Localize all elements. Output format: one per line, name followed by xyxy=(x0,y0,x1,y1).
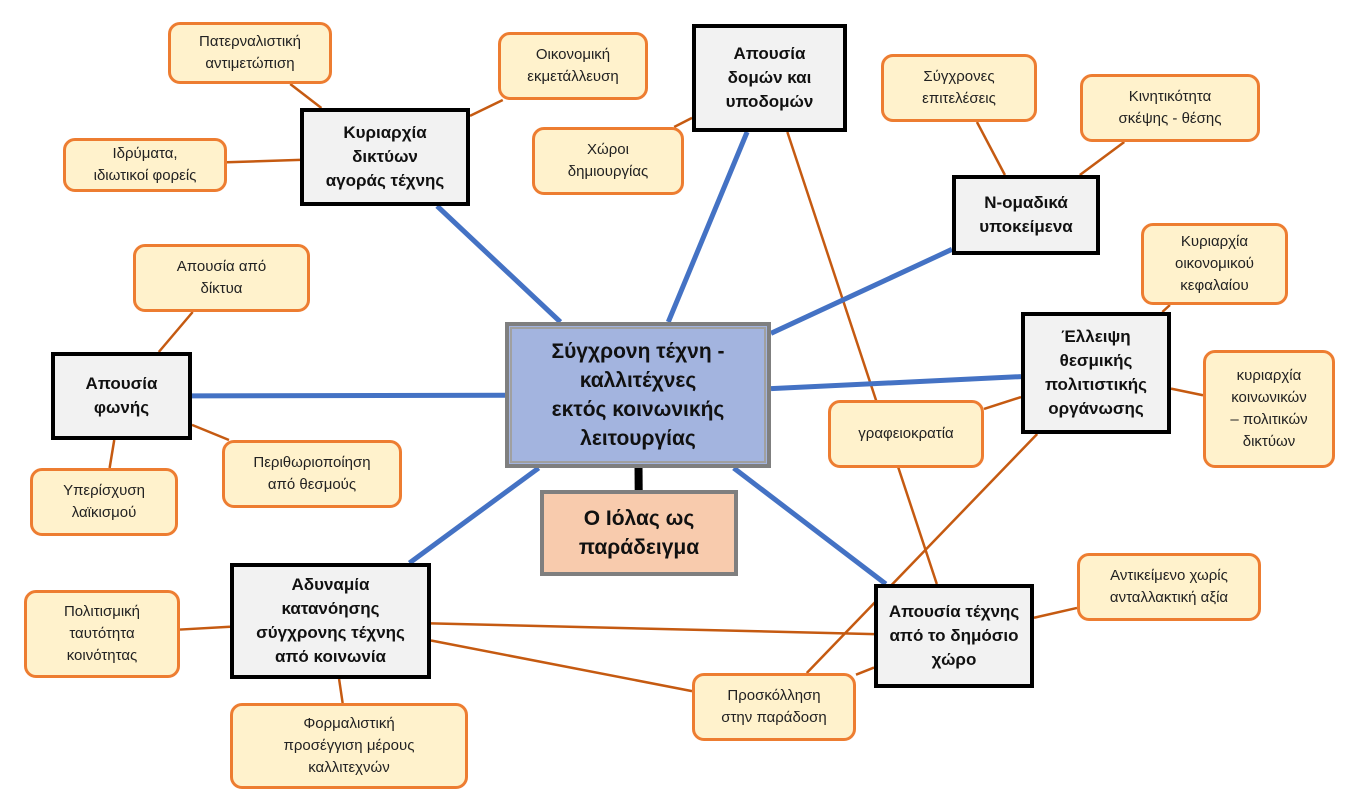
theme-node-public-space[interactable]: Απουσία τέχνης από το δημόσιο χώρο xyxy=(874,584,1034,688)
theme-node-institutional-organisation[interactable]: Έλλειψη θεσμικής πολιτιστικής οργάνωσης xyxy=(1021,312,1171,434)
leaf-node-object-without-exchange-value[interactable]: Αντικείμενο χωρίς ανταλλακτική αξία xyxy=(1077,553,1261,621)
main-connector-t_voice xyxy=(191,392,506,399)
leaf-node-bureaucracy[interactable]: γραφειοκρατία xyxy=(828,400,984,468)
leaf-node-marginalisation[interactable]: Περιθωριοποίηση από θεσμούς xyxy=(222,440,402,508)
leaf-node-cultural-identity[interactable]: Πολιτισμική ταυτότητα κοινότητας xyxy=(24,590,180,678)
theme-node-infrastructure[interactable]: Απουσία δομών και υποδομών xyxy=(692,24,847,132)
theme-node-n-team-subjects[interactable]: Ν-ομαδικά υποκείμενα xyxy=(952,175,1100,255)
theme-node-absence-of-voice[interactable]: Απουσία φωνής xyxy=(51,352,192,440)
theme-node-society-understanding[interactable]: Αδυναμία κατανόησης σύγχρονης τέχνης από… xyxy=(230,563,431,679)
sub-connector-t_underst-l_tradition xyxy=(430,639,693,693)
sub-connector-t_voice-l_populism xyxy=(108,439,116,469)
sub-connector-t_nteam-l_mobil xyxy=(1079,140,1125,177)
leaf-node-foundations[interactable]: Ιδρύματα, ιδιωτικοί φορείς xyxy=(63,138,227,192)
sub-connector-t_underst-t_public xyxy=(430,622,875,636)
sub-connector-t_market-l_found xyxy=(226,158,301,164)
sub-connector-t_inst-l_capital xyxy=(1161,304,1171,313)
sub-connector-t_market-l_econexp xyxy=(469,98,504,117)
sub-connector-t_public-l_tradition xyxy=(855,666,875,676)
leaf-node-mobility-of-thought[interactable]: Κινητικότητα σκέψης - θέσης xyxy=(1080,74,1260,142)
sub-connector-t_market-l_patern xyxy=(289,83,323,109)
theme-node-market-networks[interactable]: Κυριαρχία δικτύων αγοράς τέχνης xyxy=(300,108,470,206)
main-connector-t_market xyxy=(435,204,563,324)
leaf-node-contemporary-performances[interactable]: Σύγχρονες επιτελέσεις xyxy=(881,54,1037,122)
main-connector-t_public xyxy=(732,466,888,586)
leaf-node-populism[interactable]: Υπερίσχυση λαϊκισμού xyxy=(30,468,178,536)
leaf-node-creation-spaces[interactable]: Χώροι δημιουργίας xyxy=(532,127,684,195)
leaf-node-economic-capital[interactable]: Κυριαρχία οικονομικού κεφαλαίου xyxy=(1141,223,1288,305)
leaf-node-formalistic-approach[interactable]: Φορμαλιστική προσέγγιση μέρους καλλιτεχν… xyxy=(230,703,468,789)
sub-connector-t_infra-l_spaces xyxy=(673,116,693,129)
sub-connector-t_inst-l_socpol xyxy=(1170,387,1204,397)
central-topic-node[interactable]: Σύγχρονη τέχνη - καλλιτέχνες εκτός κοινω… xyxy=(505,322,771,468)
leaf-node-attachment-to-tradition[interactable]: Προσκόλληση στην παράδοση xyxy=(692,673,856,741)
sub-connector-t_nteam-l_perf xyxy=(975,121,1007,176)
main-connector-t_underst xyxy=(407,465,541,566)
leaf-node-paternalistic-treatment[interactable]: Πατερναλιστική αντιμετώπιση xyxy=(168,22,332,84)
sub-connector-t_underst-l_identity xyxy=(179,625,231,631)
example-node[interactable]: Ο Ιόλας ως παράδειγμα xyxy=(540,490,738,576)
leaf-node-social-political-networks[interactable]: κυριαρχία κοινωνικών – πολιτικών δικτύων xyxy=(1203,350,1335,468)
sub-connector-t_public-l_object xyxy=(1033,606,1078,619)
leaf-node-absence-from-networks[interactable]: Απουσία από δίκτυα xyxy=(133,244,310,312)
main-connector-t_inst xyxy=(770,374,1022,392)
leaf-node-economic-exploitation[interactable]: Οικονομική εκμετάλλευση xyxy=(498,32,648,100)
sub-connector-t_voice-l_abs_net xyxy=(157,311,194,353)
sub-connector-t_inst-l_bureau xyxy=(983,395,1022,411)
sub-connector-t_voice-l_margin xyxy=(191,423,230,442)
main-connector-t_nteam xyxy=(769,247,954,336)
main-connector-t_infra xyxy=(665,131,750,323)
sub-connector-t_underst-l_formal xyxy=(337,678,344,704)
sub-connector-t_infra-t_public xyxy=(786,131,938,585)
